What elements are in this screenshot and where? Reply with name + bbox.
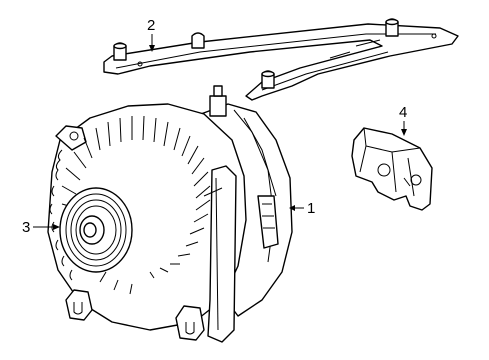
callout-1-label: 1 <box>307 200 315 217</box>
callout-2-label: 2 <box>147 17 155 34</box>
support-bracket <box>351 127 433 211</box>
alternator <box>47 85 293 343</box>
mounting-bracket <box>103 18 459 101</box>
callout-4-label: 4 <box>399 104 407 121</box>
callout-1: 1 <box>289 200 315 217</box>
callout-3-label: 3 <box>22 219 30 236</box>
callout-3: 3 <box>22 219 60 236</box>
callout-4: 4 <box>399 104 407 136</box>
callout-2: 2 <box>147 17 155 52</box>
pulley <box>59 187 133 273</box>
